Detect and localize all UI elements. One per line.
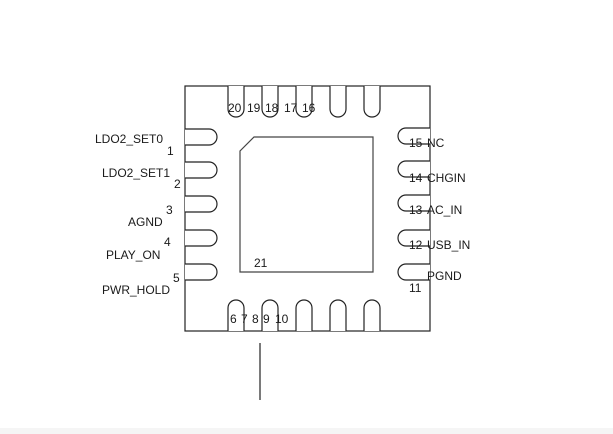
- pad-pin-12: [397, 229, 430, 247]
- pin-number-8: 8: [252, 312, 259, 326]
- pad-pin-2: [185, 161, 218, 179]
- pin-name-11: PGND: [427, 269, 462, 283]
- pin-name-15: NC: [427, 136, 445, 150]
- pad-pin-8: [295, 299, 313, 331]
- pin-number-13: 13: [409, 203, 423, 217]
- pad-pin-6: [227, 299, 245, 331]
- pin-number-18: 18: [265, 101, 279, 115]
- pin-number-5: 5: [173, 271, 180, 285]
- pin-number-15: 15: [409, 136, 423, 150]
- pin-name-14: CHGIN: [427, 171, 466, 185]
- pin-name-1: LDO2_SET0: [95, 132, 163, 146]
- pin-number-11: 11: [409, 281, 422, 295]
- pin-number-2: 2: [174, 177, 181, 191]
- pad-pin-16: [363, 86, 381, 118]
- pin-name-5: PWR_HOLD: [102, 283, 170, 297]
- pad-pin-20: [227, 86, 245, 118]
- pin-name-12: USB_IN: [427, 238, 470, 252]
- pad-pin-14: [397, 160, 430, 178]
- bottom-strip: [0, 428, 613, 434]
- pin-number-16: 16: [302, 101, 316, 115]
- pin-number-3: 3: [166, 203, 173, 217]
- pin-number-17: 17: [284, 101, 298, 115]
- pad-pin-4: [185, 229, 218, 247]
- pad-pin-19: [261, 86, 279, 118]
- pin-name-13: AC_IN: [427, 203, 462, 217]
- pad-pin-15: [397, 127, 430, 145]
- pad-pin-10: [363, 299, 381, 331]
- pin-number-19: 19: [247, 101, 261, 115]
- pin-number-20: 20: [228, 101, 242, 115]
- pin-number-7: 7: [241, 312, 248, 326]
- pin-name-2: LDO2_SET1: [102, 166, 170, 180]
- pin-name-4: PLAY_ON: [106, 248, 160, 262]
- pin-number-12: 12: [409, 238, 423, 252]
- pad-pin-18: [295, 86, 313, 118]
- pin-name-3: AGND: [128, 215, 163, 229]
- exposed-pad: [239, 136, 374, 273]
- pin-number-1: 1: [167, 144, 174, 158]
- pad-pin-17: [329, 86, 347, 118]
- exposed-pad-number: 21: [254, 256, 268, 270]
- pad-pin-9: [329, 299, 347, 331]
- pin-number-14: 14: [409, 171, 423, 185]
- pin-number-9: 9: [263, 312, 270, 326]
- pad-pin-7: [261, 299, 279, 331]
- pad-pin-11: [397, 263, 430, 281]
- pin-number-4: 4: [164, 235, 171, 249]
- pad-pin-1: [185, 128, 218, 146]
- pin-number-10: 10: [275, 312, 289, 326]
- pad-pin-3: [185, 195, 218, 213]
- pin-number-6: 6: [230, 312, 237, 326]
- pad-pin-5: [185, 263, 218, 281]
- pad-pin-13: [397, 194, 430, 212]
